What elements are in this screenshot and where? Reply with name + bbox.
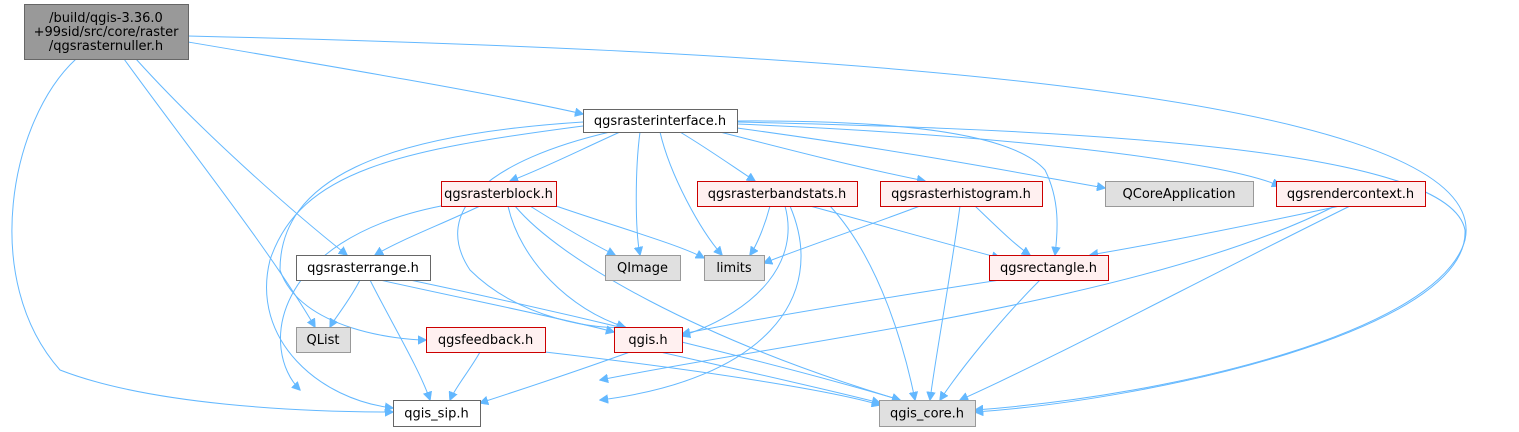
edge-qgsrasterinterface-to-QImage <box>636 131 640 255</box>
node-box <box>441 181 557 207</box>
node-qgsrasterrange[interactable]: qgsrasterrange.h <box>296 255 431 281</box>
edge-qgsrasterbandstats-to-qgsrectangle <box>809 205 1000 258</box>
edge-qgsrasterbandstats-to-qgis_sip <box>600 205 802 400</box>
node-box <box>1105 181 1254 207</box>
edge-qgsrasterhistogram-to-limits <box>764 205 921 263</box>
node-qgsrasterhistogram[interactable]: qgsrasterhistogram.h <box>880 181 1043 207</box>
node-box <box>583 109 738 133</box>
node-label: qgsrasterrange.h <box>307 261 419 276</box>
edges-layer <box>11 35 1467 412</box>
edge-qgsrasterblock-to-qgis <box>507 205 625 327</box>
edge-qgsrasterbandstats-to-limits <box>750 205 771 255</box>
node-label: qgsrasterinterface.h <box>594 114 726 129</box>
node-label: qgsrasterbandstats.h <box>708 187 847 202</box>
edge-root-to-QList <box>123 58 315 327</box>
edge-qgsrasterbandstats-to-qgis <box>682 205 789 336</box>
edge-qgsrendercontext-to-qgis_core <box>960 205 1351 400</box>
node-label: qgsrasterblock.h <box>444 187 553 202</box>
edge-root-to-qgsrasterinterface <box>187 41 583 114</box>
edge-qgsrasterinterface-to-qgsrendercontext <box>736 123 1280 186</box>
edge-qgsrasterblock-to-qgsrasterrange <box>375 205 481 255</box>
nodes-layer: /build/qgis-3.36.0+99sid/src/core/raster… <box>24 4 1426 427</box>
node-label: qgsfeedback.h <box>438 333 533 348</box>
node-root[interactable]: /build/qgis-3.36.0+99sid/src/core/raster… <box>24 4 189 60</box>
edge-qgsrasterblock-to-qgis_core <box>514 205 900 400</box>
edge-qgsrendercontext-to-qgis_sip <box>600 205 1336 380</box>
node-box <box>393 400 481 427</box>
edge-qgsrasterblock-to-QImage <box>529 205 615 255</box>
node-label: qgis_core.h <box>890 407 964 422</box>
node-box <box>614 327 683 353</box>
node-label: qgsrectangle.h <box>1000 261 1097 276</box>
node-label: +99sid/src/core/raster <box>34 25 180 40</box>
edge-qgsfeedback-to-qgis_sip <box>450 351 481 400</box>
edge-qgsrasterrange-to-QList <box>330 279 361 327</box>
edge-qgsrectangle-to-qgis_core <box>940 279 1041 400</box>
node-qgis_sip[interactable]: qgis_sip.h <box>393 400 481 427</box>
node-box <box>605 255 681 281</box>
node-label: qgsrasterhistogram.h <box>891 187 1031 202</box>
node-box <box>697 181 858 207</box>
node-qgsrasterinterface[interactable]: qgsrasterinterface.h <box>583 109 738 133</box>
node-qgis[interactable]: qgis.h <box>614 327 683 353</box>
edge-qgsrasterinterface-to-qgis_sip <box>266 125 584 408</box>
edge-qgsrasterinterface-to-limits <box>659 131 722 255</box>
node-box <box>704 255 765 281</box>
edge-qgsrasterinterface-to-qgsrectangle <box>736 120 1057 255</box>
edge-root-to-qgis_sip <box>11 58 393 412</box>
node-qgis_core[interactable]: qgis_core.h <box>879 400 976 427</box>
edge-qgsrasterinterface-to-qgis_core <box>736 121 1466 412</box>
node-label: qgis.h <box>628 333 667 348</box>
edge-qgsrasterblock-to-limits <box>555 205 704 258</box>
node-qgsfeedback[interactable]: qgsfeedback.h <box>426 327 546 353</box>
node-box <box>1276 181 1426 207</box>
node-label: /qgsrasternuller.h <box>49 39 163 54</box>
edge-qgsrasterrange-to-qgis_core <box>409 279 900 400</box>
node-limits[interactable]: limits <box>704 255 765 281</box>
node-box <box>296 327 351 353</box>
node-label: QImage <box>617 261 668 276</box>
edge-qgsrasterinterface-to-qgsrasterblock <box>510 131 621 181</box>
edge-root-to-qgis_core <box>187 35 1467 410</box>
edge-qgsrasterinterface-to-qgis <box>457 131 625 327</box>
node-box <box>24 4 189 60</box>
node-label: qgsrendercontext.h <box>1287 187 1414 202</box>
edge-qgsrasterinterface-to-qgsrasterbandstats <box>679 131 755 181</box>
node-box <box>296 255 431 281</box>
edge-qgsrasterinterface-to-QCoreApplication <box>736 127 1105 188</box>
edge-qgsrectangle-to-qgis <box>682 279 1001 334</box>
edge-qgsfeedback-to-qgis_core <box>544 351 880 405</box>
edge-qgsrasterrange-to-qgis <box>379 279 614 332</box>
node-box <box>989 255 1109 281</box>
edge-qgsrendercontext-to-qgsrectangle <box>1090 205 1341 255</box>
edge-qgsrasterhistogram-to-qgis_core <box>930 205 961 400</box>
node-box <box>426 327 546 353</box>
node-box <box>879 400 976 427</box>
edge-qgsrasterrange-to-qgis_sip <box>369 279 430 400</box>
node-label: QList <box>307 333 340 348</box>
node-QImage[interactable]: QImage <box>605 255 681 281</box>
node-qgsrasterbandstats[interactable]: qgsrasterbandstats.h <box>697 181 858 207</box>
edge-qgsrasterinterface-to-qgsfeedback <box>279 121 584 340</box>
edge-qgsrasterinterface-to-qgsrasterhistogram <box>719 131 925 181</box>
node-qgsrendercontext[interactable]: qgsrendercontext.h <box>1276 181 1426 207</box>
node-qgsrasterblock[interactable]: qgsrasterblock.h <box>441 181 557 207</box>
node-box <box>880 181 1043 207</box>
edge-qgsrasterbandstats-to-qgis_core <box>829 205 915 400</box>
edge-qgsrasterblock-to-qgis_sip <box>280 205 442 390</box>
edge-qgis-to-qgis_sip <box>480 351 631 403</box>
node-label: limits <box>716 261 752 276</box>
node-QCoreApplication[interactable]: QCoreApplication <box>1105 181 1254 207</box>
edge-root-to-qgsrasterrange <box>135 58 347 255</box>
node-qgsrectangle[interactable]: qgsrectangle.h <box>989 255 1109 281</box>
edge-qgis-to-qgis_core <box>659 351 880 403</box>
node-label: /build/qgis-3.36.0 <box>49 11 163 26</box>
node-label: QCoreApplication <box>1123 187 1236 202</box>
edge-qgsrasterhistogram-to-qgsrectangle <box>974 205 1030 255</box>
node-QList[interactable]: QList <box>296 327 351 353</box>
node-label: qgis_sip.h <box>404 407 468 422</box>
